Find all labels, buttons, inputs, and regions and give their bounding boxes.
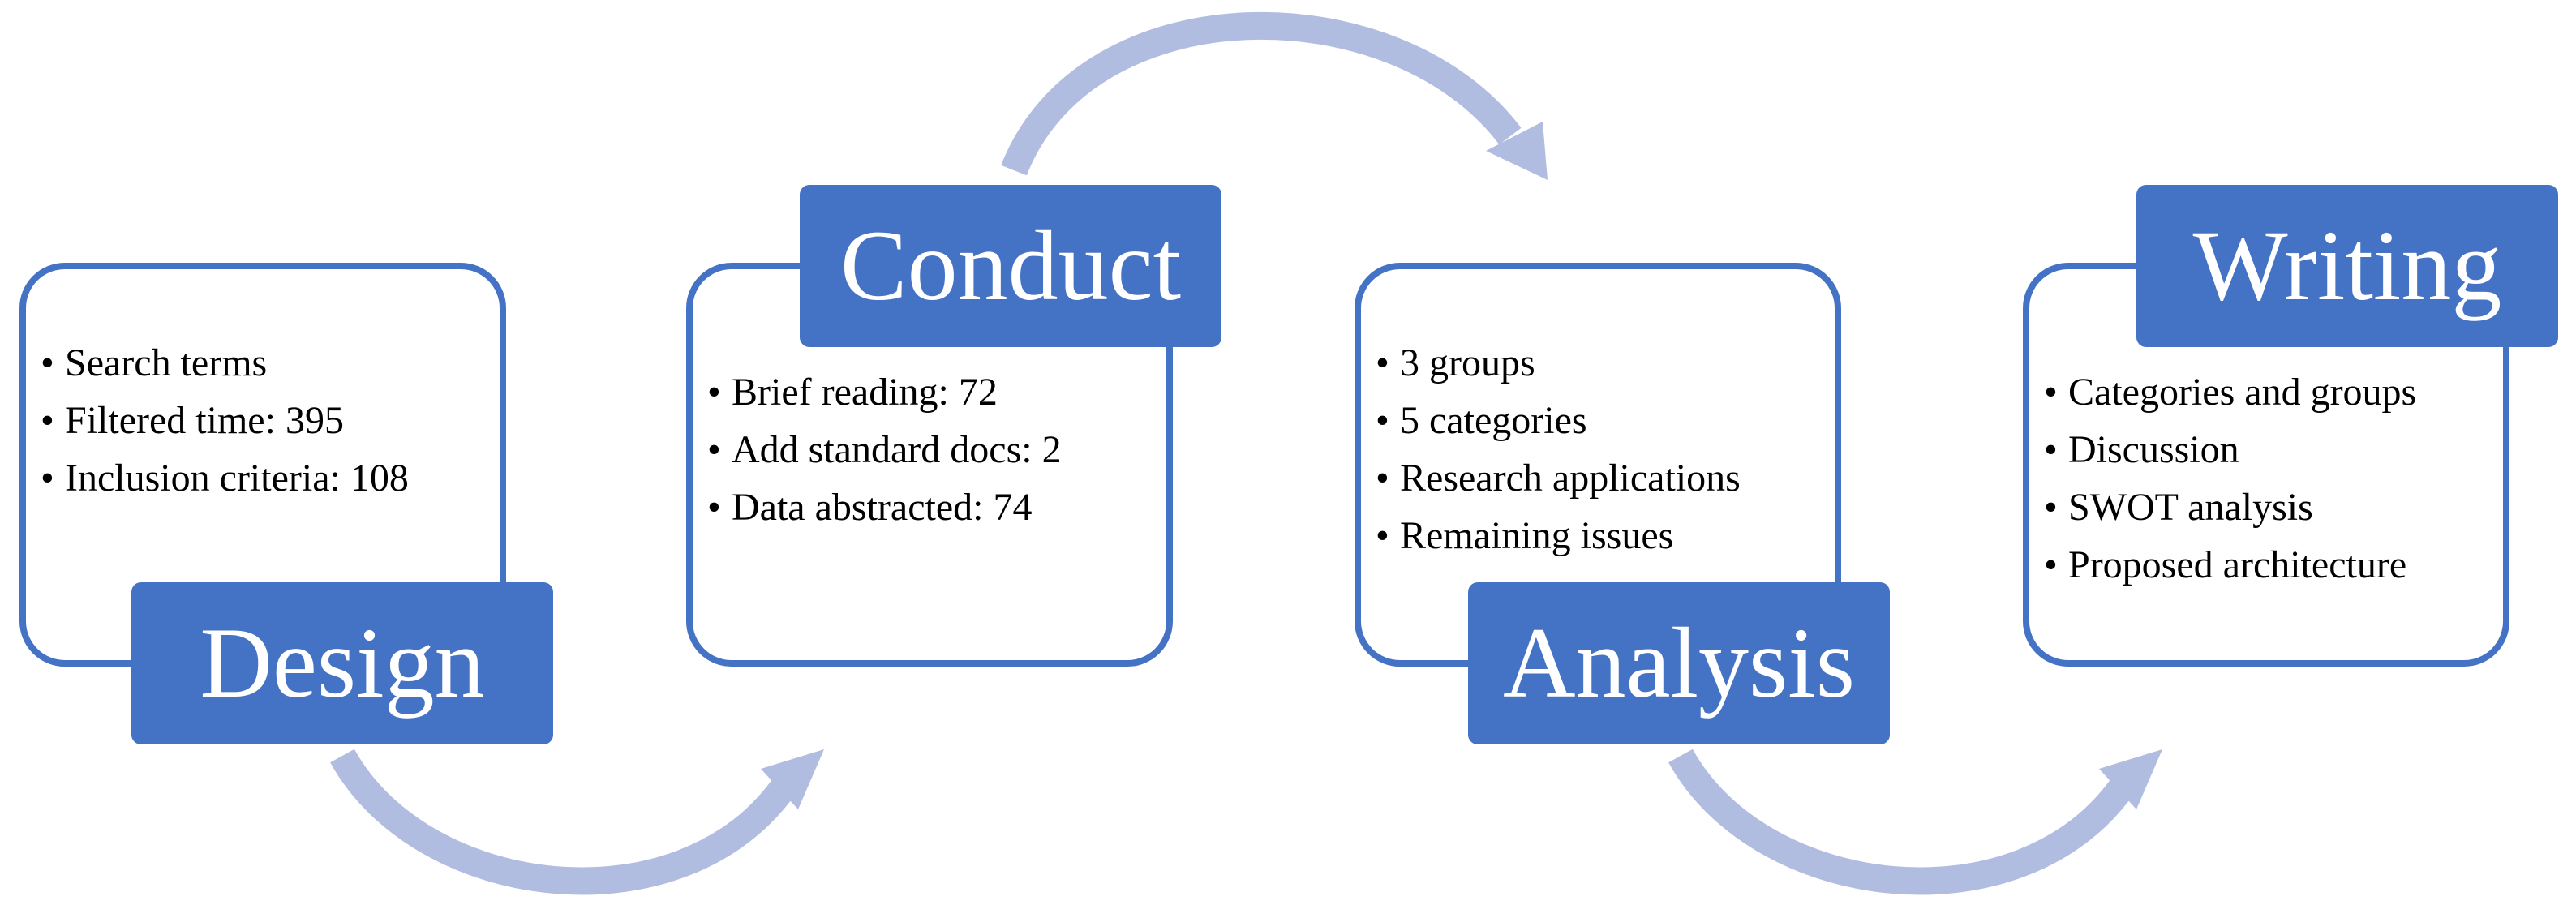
list-item: Inclusion criteria: 108 (41, 449, 409, 507)
list-item: Filtered time: 395 (41, 392, 409, 449)
stage-design-title: Design (131, 582, 553, 744)
stage-writing-items: Categories and groups Discussion SWOT an… (2044, 363, 2416, 594)
arrow-design-to-conduct (330, 749, 796, 895)
list-item: Categories and groups (2044, 363, 2416, 421)
stage-analysis-items: 3 groups 5 categories Research applicati… (1376, 334, 1741, 564)
list-item: Research applications (1376, 449, 1741, 507)
stage-design-items: Search terms Filtered time: 395 Inclusio… (41, 334, 409, 507)
stage-conduct-items: Brief reading: 72 Add standard docs: 2 D… (707, 363, 1062, 536)
arrow-conduct-to-analysis (1001, 11, 1522, 176)
list-item: 5 categories (1376, 392, 1741, 449)
arrow-head-design-to-conduct (761, 749, 824, 809)
list-item: Search terms (41, 334, 409, 392)
list-item: Remaining issues (1376, 507, 1741, 564)
list-item: SWOT analysis (2044, 478, 2416, 536)
stage-writing-title: Writing (2136, 185, 2558, 347)
list-item: Data abstracted: 74 (707, 478, 1062, 536)
stage-conduct-title: Conduct (800, 185, 1221, 347)
list-item: Add standard docs: 2 (707, 421, 1062, 478)
arrow-analysis-to-writing (1668, 749, 2135, 895)
arrow-head-analysis-to-writing (2099, 749, 2162, 809)
arrow-head-conduct-to-analysis (1486, 122, 1548, 180)
stage-analysis-title: Analysis (1468, 582, 1890, 744)
list-item: Brief reading: 72 (707, 363, 1062, 421)
list-item: Proposed architecture (2044, 536, 2416, 594)
list-item: Discussion (2044, 421, 2416, 478)
list-item: 3 groups (1376, 334, 1741, 392)
